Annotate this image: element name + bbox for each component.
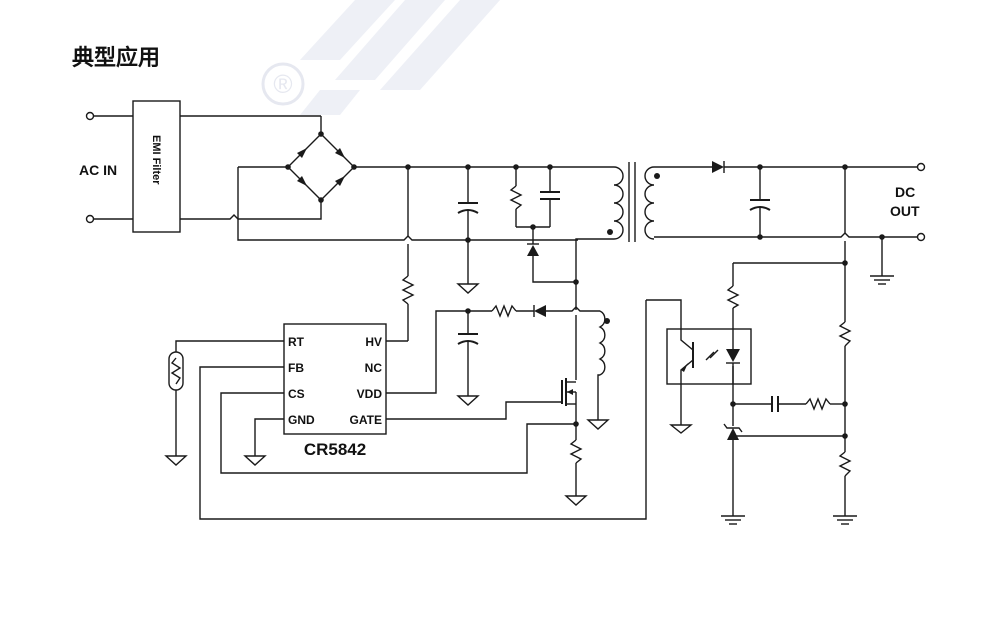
- page-title: 典型应用: [72, 46, 161, 71]
- transformer: [575, 162, 660, 310]
- chip-left-wiring: [164, 300, 647, 520]
- dc-out-label-line2: OUT: [890, 203, 920, 219]
- watermark-logo: ®: [261, 0, 500, 115]
- ac-input-terminals: [85, 111, 133, 224]
- hv-bus: [354, 164, 614, 342]
- pin-gate-label: GATE: [350, 413, 382, 427]
- rcd-snubber: [509, 167, 576, 283]
- vdd-aux-mosfet: [386, 279, 610, 506]
- watermark-registered-mark: ®: [273, 69, 292, 99]
- output-stage: [654, 161, 926, 285]
- feedback-network: [721, 167, 857, 525]
- chip-name-label: CR5842: [304, 440, 366, 459]
- emi-filter-label: EMI Filter: [150, 135, 162, 185]
- pin-vdd-label: VDD: [357, 387, 383, 401]
- pin-hv-label: HV: [365, 335, 382, 349]
- pin-fb-label: FB: [288, 361, 304, 375]
- dc-out-label-line1: DC: [895, 184, 915, 200]
- pin-cs-label: CS: [288, 387, 305, 401]
- bridge-rectifier: [180, 115, 578, 241]
- optocoupler: [646, 299, 752, 434]
- pin-nc-label: NC: [365, 361, 383, 375]
- chip-cr5842: RT FB CS GND HV NC VDD GATE CR5842: [283, 323, 387, 459]
- pin-rt-label: RT: [288, 335, 305, 349]
- emi-filter-box: [132, 100, 181, 233]
- pin-gnd-label: GND: [288, 413, 315, 427]
- ac-in-label: AC IN: [79, 162, 117, 178]
